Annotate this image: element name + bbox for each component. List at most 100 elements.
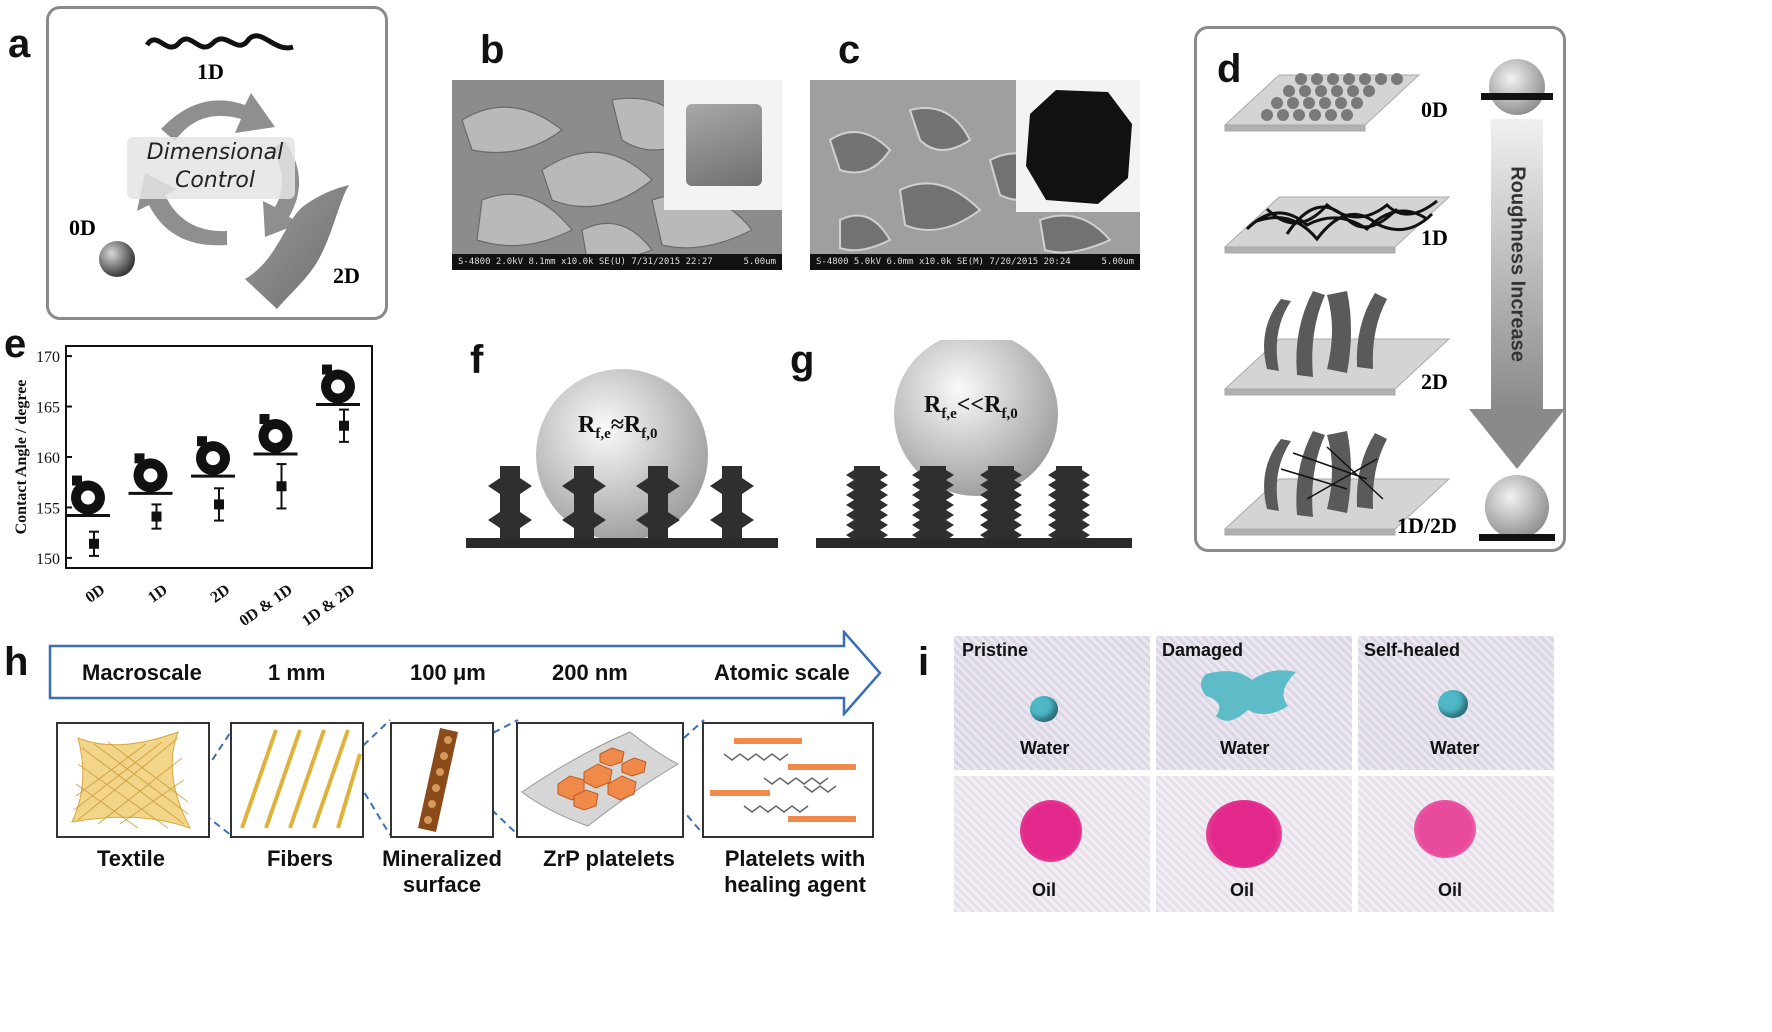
serration-tooth bbox=[1048, 470, 1056, 480]
roughness-increase-text: Roughness Increase bbox=[1506, 166, 1529, 362]
row-label-water-2: Water bbox=[1220, 738, 1270, 758]
serrated-pillars bbox=[854, 466, 1082, 538]
serration-tooth bbox=[912, 510, 920, 520]
caption-healing-line2: healing agent bbox=[724, 872, 866, 897]
serration-tooth bbox=[980, 470, 988, 480]
droplet-cap bbox=[322, 364, 332, 375]
col-label-self-healed: Self-healed bbox=[1364, 640, 1461, 660]
label-0d: 0D bbox=[69, 215, 96, 240]
serration-tooth bbox=[846, 490, 854, 500]
sheet-2d-icon bbox=[245, 185, 349, 309]
caption-textile: Textile bbox=[56, 846, 206, 872]
serration-tooth bbox=[880, 490, 888, 500]
serration-tooth bbox=[980, 500, 988, 510]
sem-image-c: S-4800 5.0kV 6.0mm x10.0k SE(M) 7/20/201… bbox=[810, 80, 1140, 270]
serration-tooth bbox=[980, 510, 988, 520]
serration-tooth bbox=[1082, 480, 1090, 490]
panel-f-diagram: Rf,e≈Rf,0 bbox=[466, 360, 778, 560]
serration-tooth bbox=[1082, 530, 1090, 540]
serration-tooth bbox=[846, 470, 854, 480]
thumb-healing bbox=[702, 722, 874, 838]
formula-g-r1: R bbox=[924, 392, 942, 418]
thumb-fibers bbox=[230, 722, 364, 838]
y-tick-label: 160 bbox=[36, 450, 60, 467]
serration-tooth bbox=[1082, 470, 1090, 480]
droplet-highlight bbox=[268, 428, 283, 443]
thumb-mineralized bbox=[390, 722, 494, 838]
oil-droplet-pristine bbox=[1020, 800, 1082, 862]
row-label-oil-3: Oil bbox=[1438, 880, 1463, 900]
serration-tooth bbox=[846, 500, 854, 510]
serration-tooth bbox=[1048, 510, 1056, 520]
droplet-cap bbox=[72, 475, 82, 486]
serration-tooth bbox=[1014, 510, 1022, 520]
y-tick-label: 155 bbox=[36, 500, 60, 517]
oil-droplet-damaged bbox=[1206, 800, 1282, 868]
droplet-cap bbox=[134, 453, 145, 464]
panel-label-c: c bbox=[838, 28, 861, 72]
photo-pristine-oil: Oil bbox=[954, 776, 1150, 912]
panel-label-f: f bbox=[470, 338, 484, 382]
caption-zrp-line1: ZrP platelets bbox=[543, 846, 675, 871]
photo-damaged-oil: Oil bbox=[1156, 776, 1352, 912]
label-1d: 1D bbox=[197, 59, 224, 84]
serration-tooth bbox=[946, 510, 954, 520]
platelets-healing-agent-icon bbox=[710, 738, 856, 822]
photo-selfhealed-water: Self-healed Water bbox=[1358, 636, 1554, 770]
serration-tooth bbox=[912, 480, 920, 490]
droplet-cap bbox=[259, 413, 270, 424]
panel-label-d: d bbox=[1217, 47, 1242, 91]
serration-tooth bbox=[1082, 520, 1090, 530]
data-point bbox=[89, 538, 99, 549]
serration-tooth bbox=[1048, 500, 1056, 510]
sem-image-b: S-4800 2.0kV 8.1mm x10.0k SE(U) 7/31/201… bbox=[452, 80, 782, 270]
caption-mineralized-line1: Mineralized bbox=[382, 846, 502, 871]
scale-label-100um: 100 μm bbox=[410, 660, 486, 685]
serration-tooth bbox=[1014, 500, 1022, 510]
x-tick-label: 2D bbox=[208, 581, 234, 606]
formula-g: Rf,e<<Rf,0 bbox=[924, 392, 1018, 423]
serration-tooth bbox=[880, 470, 888, 480]
caption-healing-line1: Platelets with bbox=[724, 846, 866, 871]
panel-label-a: a bbox=[8, 22, 31, 66]
formula-f-r2: R bbox=[623, 412, 642, 438]
inset-photo-b bbox=[664, 80, 782, 210]
formula-f-op: ≈ bbox=[610, 412, 624, 438]
formula-f-sub1: f,e bbox=[595, 425, 611, 442]
formula-f-sub2: f,0 bbox=[641, 425, 658, 442]
dimensional-control-diagram bbox=[99, 33, 349, 309]
panel-label-b: b bbox=[480, 28, 505, 72]
thumb-textile bbox=[56, 722, 210, 838]
formula-f-r1: R bbox=[578, 412, 596, 438]
droplet-highlight bbox=[81, 490, 95, 505]
sem-info-c: S-4800 5.0kV 6.0mm x10.0k SE(M) 7/20/201… bbox=[816, 257, 1071, 267]
serration-tooth bbox=[946, 480, 954, 490]
droplet-highlight bbox=[331, 379, 345, 394]
serration-tooth bbox=[880, 530, 888, 540]
panel-label-g: g bbox=[790, 338, 815, 382]
water-droplet-pristine bbox=[1030, 696, 1058, 722]
sem-info-bar-b: S-4800 2.0kV 8.1mm x10.0k SE(U) 7/31/201… bbox=[452, 254, 782, 270]
sem-info-bar-c: S-4800 5.0kV 6.0mm x10.0k SE(M) 7/20/201… bbox=[810, 254, 1140, 270]
serration-tooth bbox=[880, 520, 888, 530]
sem-info-b: S-4800 2.0kV 8.1mm x10.0k SE(U) 7/31/201… bbox=[458, 257, 713, 267]
roughness-diagram bbox=[1223, 59, 1563, 541]
droplet-cap bbox=[197, 436, 207, 447]
serration-tooth bbox=[912, 530, 920, 540]
row-label-water-3: Water bbox=[1430, 738, 1480, 758]
cycle-arrow-top bbox=[161, 93, 275, 141]
scale-label-macro: Macroscale bbox=[82, 660, 202, 685]
caption-zrp: ZrP platelets bbox=[526, 846, 692, 872]
sem-scale-b: 5.00um bbox=[743, 257, 776, 267]
serration-tooth bbox=[980, 530, 988, 540]
panel-g-diagram: Rf,e<<Rf,0 bbox=[816, 340, 1132, 560]
formula-f: Rf,e≈Rf,0 bbox=[578, 412, 658, 443]
caption-fibers-line1: Fibers bbox=[266, 846, 334, 871]
y-tick-label: 170 bbox=[36, 349, 60, 366]
wavy-1d-icon bbox=[144, 33, 294, 51]
pillar-droplet-g bbox=[816, 340, 1132, 548]
photo-damaged-water: Damaged Water bbox=[1156, 636, 1352, 770]
